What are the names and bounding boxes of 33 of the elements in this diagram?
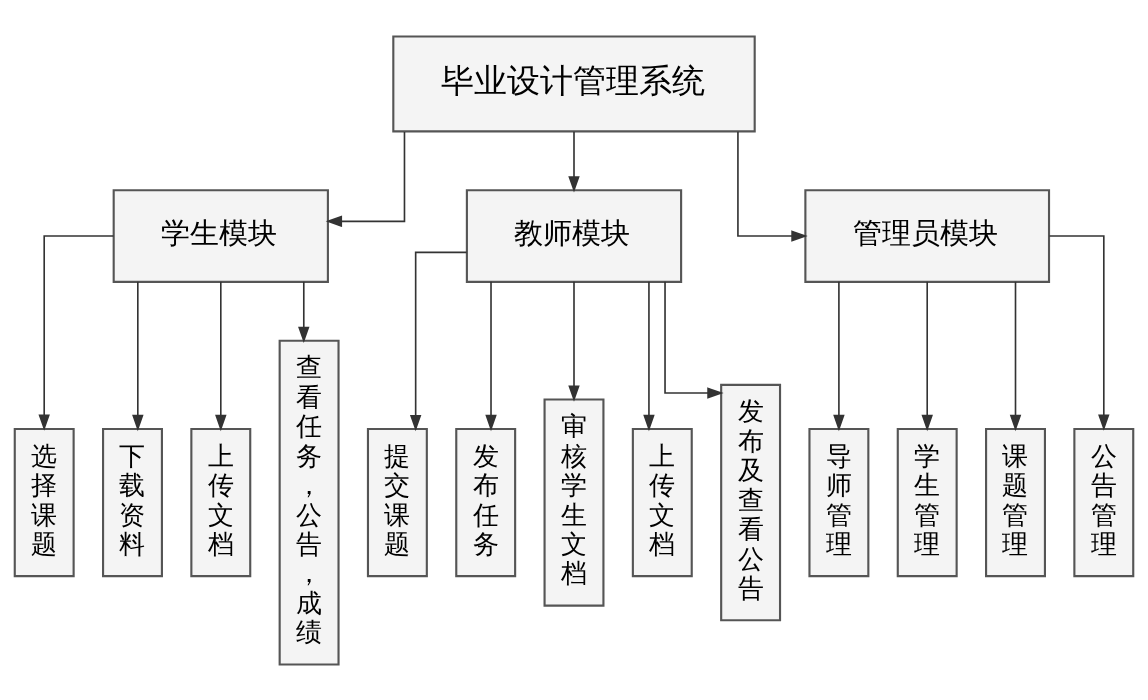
arrow bbox=[643, 280, 655, 431]
node-box: 教师模块 bbox=[465, 188, 683, 283]
node-box: 上传文档 bbox=[631, 427, 693, 577]
node-box: 课题管理 bbox=[985, 427, 1046, 577]
arrow bbox=[132, 280, 144, 431]
arrow bbox=[664, 280, 724, 399]
node-box: 学生模块 bbox=[112, 188, 329, 283]
arrow bbox=[1048, 234, 1110, 431]
node-box: 学生管理 bbox=[896, 427, 958, 577]
arrow bbox=[298, 280, 310, 343]
arrow bbox=[833, 280, 845, 431]
node-box: 导师管理 bbox=[808, 427, 870, 577]
node-box: 上传文档 bbox=[190, 427, 252, 577]
arrow bbox=[215, 280, 227, 431]
arrow bbox=[325, 130, 406, 227]
node-box: 下载资料 bbox=[102, 427, 163, 577]
node-box: 审核学生文档 bbox=[543, 398, 605, 607]
arrow bbox=[568, 280, 580, 402]
node-box: 公告管理 bbox=[1073, 427, 1135, 577]
arrow bbox=[409, 251, 468, 431]
node-box: 发布及查看公告 bbox=[720, 383, 782, 621]
node-box: 查看任务，公告，成绩 bbox=[278, 339, 340, 666]
node-box: 发布任务 bbox=[455, 427, 517, 577]
node-box: 毕业设计管理系统 bbox=[392, 34, 756, 132]
arrow bbox=[485, 280, 497, 431]
node-box: 管理员模块 bbox=[804, 188, 1051, 283]
arrow bbox=[921, 280, 933, 431]
arrow bbox=[737, 130, 808, 242]
arrow bbox=[38, 234, 115, 431]
arrow bbox=[1009, 280, 1022, 431]
node-box: 选择课题 bbox=[13, 427, 75, 577]
arrow bbox=[568, 130, 580, 193]
node-box: 提交课题 bbox=[366, 427, 428, 577]
